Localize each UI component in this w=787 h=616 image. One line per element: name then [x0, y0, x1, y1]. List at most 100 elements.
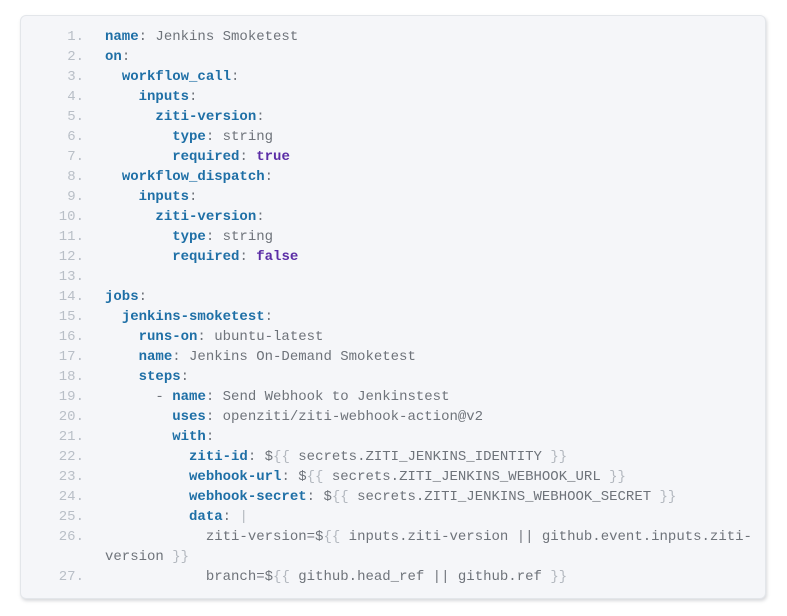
code-text: - name: Send Webhook to Jenkinstest	[105, 387, 763, 407]
line-number: 10.	[58, 209, 84, 225]
code-token: ziti-version	[155, 109, 257, 125]
code-token: jobs	[105, 289, 139, 305]
line-number: 23.	[58, 469, 84, 485]
code-text: type: string	[105, 127, 763, 147]
code-token	[105, 429, 172, 445]
code-text: branch=${{ github.head_ref || github.ref…	[105, 567, 763, 587]
code-line: 2.on:	[42, 47, 765, 67]
code-text: webhook-url: ${{ secrets.ZITI_JENKINS_WE…	[105, 467, 763, 487]
code-token: secrets.ZITI_JENKINS_WEBHOOK_SECRET	[348, 489, 660, 505]
code-token	[105, 89, 139, 105]
code-line: 15. jenkins-smoketest:	[42, 307, 765, 327]
code-line: 4. inputs:	[42, 87, 765, 107]
code-token: workflow_dispatch	[121, 169, 265, 185]
code-token: :	[239, 149, 257, 165]
code-line: 13.	[42, 267, 765, 287]
code-text: inputs:	[105, 87, 763, 107]
line-number: 16.	[58, 329, 84, 345]
line-number: 12.	[58, 249, 84, 265]
code-token: :	[138, 289, 148, 305]
code-token: inputs	[138, 89, 190, 105]
code-token: {{	[273, 569, 290, 585]
code-token: ziti-id	[189, 449, 248, 465]
code-token: data	[189, 509, 223, 525]
code-token: ziti-version=$	[105, 529, 324, 545]
code-token: type	[172, 129, 206, 145]
code-line: 16. runs-on: ubuntu-latest	[42, 327, 765, 347]
code-line: 19. - name: Send Webhook to Jenkinstest	[42, 387, 765, 407]
code-token: : $	[306, 489, 332, 505]
code-token: name	[172, 389, 206, 405]
code-token: :	[189, 89, 198, 105]
code-token: }}	[550, 569, 568, 585]
line-number: 25.	[58, 509, 84, 525]
code-text: name: Jenkins On-Demand Smoketest	[105, 347, 763, 367]
code-token: runs-on	[138, 329, 198, 345]
code-text: name: Jenkins Smoketest	[105, 27, 763, 47]
code-line: 20. uses: openziti/ziti-webhook-action@v…	[42, 407, 765, 427]
code-text: jobs:	[105, 287, 763, 307]
code-token: -	[105, 389, 173, 405]
code-token: :	[256, 109, 265, 125]
code-token: }}	[609, 469, 626, 485]
code-line: 24. webhook-secret: ${{ secrets.ZITI_JEN…	[42, 487, 765, 507]
code-line: 26. ziti-version=${{ inputs.ziti-version…	[42, 527, 765, 567]
line-number: 1.	[67, 29, 84, 45]
code-token: : Send Webhook to Jenkinstest	[205, 389, 450, 405]
line-number: 7.	[67, 149, 84, 165]
code-token	[105, 349, 139, 365]
line-number: 15.	[58, 309, 84, 325]
code-line: 21. with:	[42, 427, 765, 447]
code-token: with	[172, 429, 206, 445]
code-token: :	[222, 509, 240, 525]
code-text: uses: openziti/ziti-webhook-action@v2	[105, 407, 763, 427]
code-line: 8. workflow_dispatch:	[42, 167, 765, 187]
code-token: type	[172, 229, 206, 245]
code-text: webhook-secret: ${{ secrets.ZITI_JENKINS…	[105, 487, 763, 507]
line-number: 22.	[58, 449, 84, 465]
code-line: 3. workflow_call:	[42, 67, 765, 87]
code-token: uses	[172, 409, 206, 425]
code-token: workflow_call	[121, 69, 232, 85]
code-token: github.head_ref || github.ref	[289, 569, 551, 585]
code-token: : Jenkins Smoketest	[138, 29, 299, 45]
code-line: 9. inputs:	[42, 187, 765, 207]
code-token: :	[205, 429, 215, 445]
code-token	[105, 209, 155, 225]
code-text: workflow_dispatch:	[105, 167, 763, 187]
code-token: : openziti/ziti-webhook-action@v2	[205, 409, 484, 425]
code-text: steps:	[105, 367, 763, 387]
code-token	[105, 369, 139, 385]
code-token: : $	[247, 449, 274, 465]
code-token	[105, 189, 139, 205]
line-number: 13.	[58, 269, 84, 285]
code-line: 23. webhook-url: ${{ secrets.ZITI_JENKIN…	[42, 467, 765, 487]
line-number: 17.	[58, 349, 84, 365]
code-line: 1. name: Jenkins Smoketest	[42, 27, 765, 47]
code-token: :	[239, 249, 257, 265]
code-token: required	[172, 149, 240, 165]
line-number: 27.	[58, 569, 84, 585]
code-token: jenkins-smoketest	[121, 309, 265, 325]
code-token: : $	[281, 469, 307, 485]
code-token: false	[256, 249, 299, 265]
code-token: ziti-version	[155, 209, 257, 225]
code-token	[105, 249, 172, 265]
code-token	[105, 109, 155, 125]
line-number: 21.	[58, 429, 84, 445]
code-token: branch=$	[105, 569, 274, 585]
code-token: inputs.ziti-version || github.event.inpu…	[105, 529, 752, 565]
code-token	[105, 469, 189, 485]
code-token: :	[264, 309, 274, 325]
code-token	[105, 149, 172, 165]
code-line: 14.jobs:	[42, 287, 765, 307]
code-token: true	[256, 149, 290, 165]
code-token	[105, 449, 189, 465]
code-text: ziti-version:	[105, 107, 763, 127]
line-number: 5.	[67, 109, 84, 125]
code-token: secrets.ZITI_JENKINS_IDENTITY	[289, 449, 551, 465]
code-token	[105, 69, 122, 85]
code-line: 12. required: false	[42, 247, 765, 267]
code-token: name	[138, 349, 173, 365]
